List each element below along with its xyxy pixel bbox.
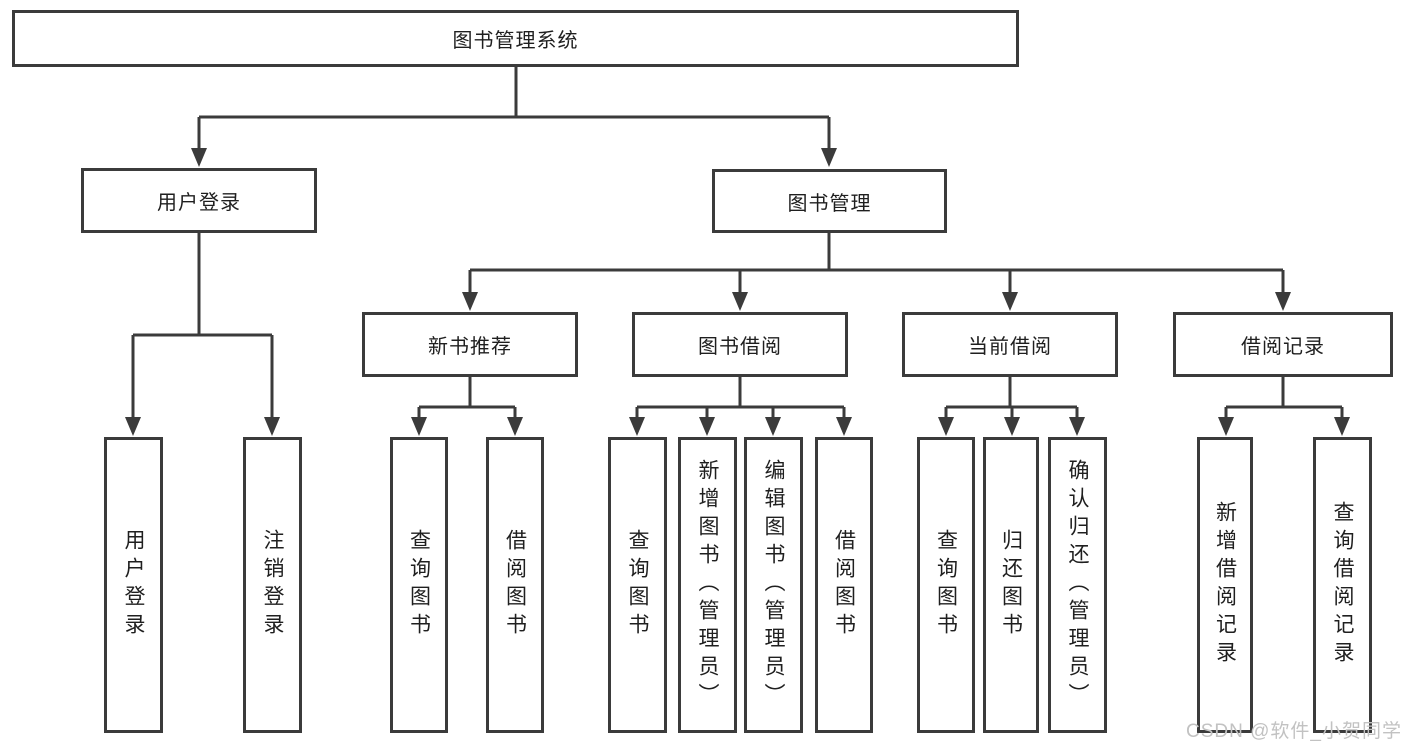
node-borrow-books-recommend: 借阅图书 <box>486 437 544 733</box>
node-library-system: 图书管理系统 <box>12 10 1019 67</box>
node-label: 确认归还（管理员） <box>1066 459 1089 711</box>
node-confirm-return-admin: 确认归还（管理员） <box>1048 437 1107 733</box>
node-book-borrow: 图书借阅 <box>632 312 848 377</box>
node-label: 图书借阅 <box>698 336 782 358</box>
node-label: 查询借阅记录 <box>1331 501 1354 669</box>
node-query-books-current: 查询图书 <box>917 437 975 733</box>
csdn-watermark: CSDN @软件_小贺同学 <box>1186 721 1402 742</box>
node-borrow-records: 借阅记录 <box>1173 312 1393 377</box>
node-label: 用户登录 <box>122 529 145 641</box>
node-label: 借阅记录 <box>1241 336 1325 358</box>
node-user-login: 用户登录 <box>81 168 317 233</box>
node-label: 新书推荐 <box>428 336 512 358</box>
node-add-borrow-record: 新增借阅记录 <box>1197 437 1253 733</box>
node-user-login-leaf: 用户登录 <box>104 437 163 733</box>
node-return-books: 归还图书 <box>983 437 1039 733</box>
node-label: 查询图书 <box>407 529 431 641</box>
node-current-borrow: 当前借阅 <box>902 312 1118 377</box>
node-new-book-recommend: 新书推荐 <box>362 312 578 377</box>
node-label: 新增图书（管理员） <box>696 459 719 711</box>
node-add-books-admin: 新增图书（管理员） <box>678 437 737 733</box>
node-label: 查询图书 <box>626 529 649 641</box>
node-label: 编辑图书（管理员） <box>762 459 785 711</box>
node-query-books-borrow: 查询图书 <box>608 437 667 733</box>
node-edit-books-admin: 编辑图书（管理员） <box>744 437 803 733</box>
node-label: 当前借阅 <box>968 336 1052 358</box>
node-label: 归还图书 <box>999 529 1023 641</box>
arrowheads <box>125 148 1350 436</box>
node-label: 查询图书 <box>934 529 958 641</box>
node-query-books-recommend: 查询图书 <box>390 437 448 733</box>
node-book-management: 图书管理 <box>712 169 947 233</box>
node-borrow-books-leaf: 借阅图书 <box>815 437 873 733</box>
node-logout-leaf: 注销登录 <box>243 437 302 733</box>
node-label: 图书管理系统 <box>452 30 579 52</box>
node-label: 借阅图书 <box>503 529 527 641</box>
node-label: 注销登录 <box>261 529 284 641</box>
node-label: 图书管理 <box>787 192 872 215</box>
node-label: 借阅图书 <box>832 529 856 641</box>
node-label: 新增借阅记录 <box>1213 501 1237 669</box>
node-label: 用户登录 <box>157 192 241 214</box>
node-query-borrow-record: 查询借阅记录 <box>1313 437 1372 733</box>
